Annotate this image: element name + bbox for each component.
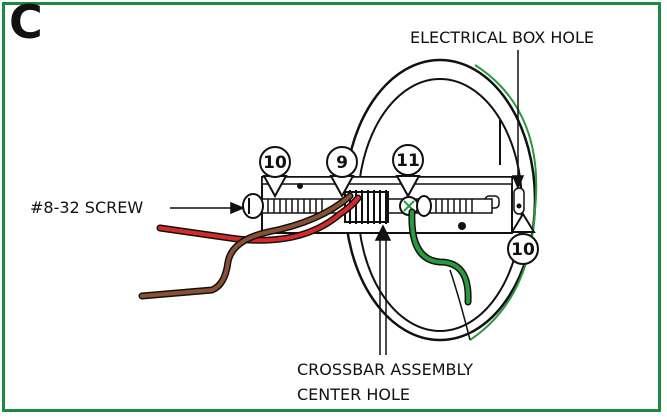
ground-screw <box>399 195 432 217</box>
electrical-box-hole-label: ELECTRICAL BOX HOLE <box>410 28 594 47</box>
screw-label: #8-32 SCREW <box>30 198 144 217</box>
screw-head-left <box>242 193 264 219</box>
callout-number: 9 <box>336 153 348 173</box>
callout-10-left: 10 <box>259 146 291 199</box>
callout-number: 10 <box>511 240 535 260</box>
callout-number: 11 <box>396 151 420 171</box>
callout-10-right: 10 <box>507 212 539 265</box>
leader-lines <box>170 50 525 355</box>
callout-11: 11 <box>392 144 424 199</box>
callout-number: 10 <box>263 153 287 173</box>
panel-letter: C <box>9 0 43 49</box>
crossbar-label-line2: CENTER HOLE <box>297 385 410 404</box>
callout-9: 9 <box>326 146 358 199</box>
crossbar-label-line1: CROSSBAR ASSEMBLY <box>297 360 474 379</box>
